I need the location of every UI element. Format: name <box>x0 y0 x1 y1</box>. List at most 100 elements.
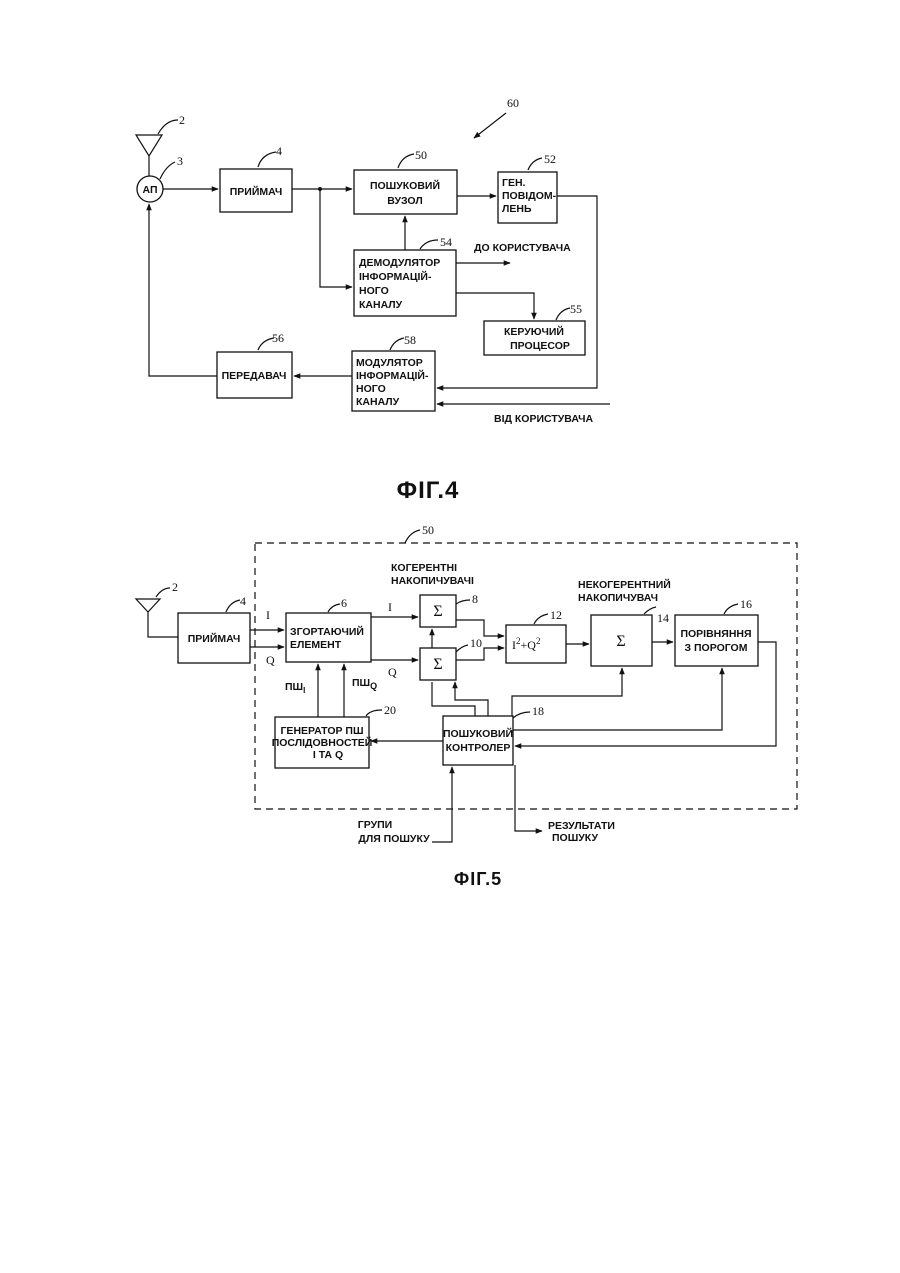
demodulator-line2: ІНФОРМАЦІЙ- <box>359 270 432 283</box>
ref-52: 52 <box>544 152 556 166</box>
coherent-accumulator-i-symbol: Σ <box>433 603 442 620</box>
ref-60: 60 <box>507 96 519 110</box>
ref-8: 8 <box>472 592 478 606</box>
receiver-label: ПРИЙМАЧ <box>230 185 283 198</box>
search-results-line2: ПОШУКУ <box>552 832 598 844</box>
squarer-exp2: 2 <box>536 636 541 646</box>
figure-5-caption: ФІГ.5 <box>454 869 502 889</box>
search-controller-line2: КОНТРОЛЕР <box>446 742 511 754</box>
ref-3-leader <box>160 162 175 179</box>
modulator-line3: НОГО <box>356 383 386 395</box>
message-generator-line1: ГЕН. <box>502 177 526 189</box>
ref-50-boundary-leader <box>405 530 420 543</box>
ref-55-leader <box>556 308 570 320</box>
ref-56: 56 <box>272 331 284 345</box>
transmitter-label: ПЕРЕДАВАЧ <box>222 370 287 382</box>
noncoherent-label-line1: НЕКОГЕРЕНТНИЙ <box>578 578 671 591</box>
ref-58: 58 <box>404 333 416 347</box>
signal-i-out: I <box>388 600 392 614</box>
ref-6: 6 <box>341 596 347 610</box>
coherent-accumulator-q-symbol: Σ <box>433 656 442 673</box>
signal-q-in: Q <box>266 653 275 667</box>
ref-4-leader-fig5 <box>226 600 240 612</box>
ref-2-fig5: 2 <box>172 580 178 594</box>
ref-55: 55 <box>570 302 582 316</box>
search-groups-line1: ГРУПИ <box>358 819 392 831</box>
ref-54: 54 <box>440 235 452 249</box>
search-results-line1: РЕЗУЛЬТАТИ <box>548 820 615 832</box>
ref-4-leader <box>258 152 276 167</box>
ref-14: 14 <box>657 611 669 625</box>
comparator-line1: ПОРІВНЯННЯ <box>680 628 751 640</box>
figure-5: 50 2 ПРИЙМАЧ 4 ЗГОРТАЮЧИЙ ЕЛЕМЕНТ 6 I Q … <box>136 523 797 889</box>
despreader-line2: ЕЛЕМЕНТ <box>290 639 342 651</box>
ref-54-leader <box>420 240 438 249</box>
search-unit-boundary <box>255 543 797 809</box>
pn-generator-line2: ПОСЛІДОВНОСТЕЙ <box>272 736 373 749</box>
ref-20-leader <box>366 710 382 716</box>
ref-12: 12 <box>550 608 562 622</box>
comparator-box <box>675 615 758 666</box>
ref-14-leader <box>644 607 656 614</box>
noncoherent-accumulator-symbol: Σ <box>616 633 625 650</box>
noncoherent-label-line2: НАКОПИЧУВАЧ <box>578 592 658 604</box>
modulator-line4: КАНАЛУ <box>356 396 400 408</box>
duplexer-label: АП <box>143 184 158 196</box>
modulator-line1: МОДУЛЯТОР <box>356 357 423 369</box>
ref-16: 16 <box>740 597 752 611</box>
message-generator-line3: ЛЕНЬ <box>502 203 532 215</box>
demodulator-line1: ДЕМОДУЛЯТОР <box>359 257 440 269</box>
ref-4-fig5: 4 <box>240 594 246 608</box>
pn-q-label: ПШQ <box>352 677 377 691</box>
ref-8-leader <box>456 600 470 604</box>
pn-generator-line3: І ТА Q <box>313 749 343 761</box>
coherent-label-line1: КОГЕРЕНТНІ <box>391 562 457 574</box>
pn-i-label: ПШI <box>285 681 305 695</box>
search-unit-line2: ВУЗОЛ <box>387 195 422 207</box>
ref-50-leader <box>398 154 414 168</box>
search-controller-box <box>443 716 513 765</box>
comparator-line2: З ПОРОГОМ <box>685 642 748 654</box>
ref-52-leader <box>528 158 542 170</box>
search-unit-box <box>354 170 457 214</box>
ref-60-pointer <box>474 113 506 138</box>
pn-i-base: ПШ <box>285 681 303 693</box>
ref-58-leader <box>390 338 404 350</box>
pn-q-sub: Q <box>370 681 377 691</box>
coherent-label-line2: НАКОПИЧУВАЧІ <box>391 575 474 587</box>
signal-q-out: Q <box>388 665 397 679</box>
search-groups-line2: ДЛЯ ПОШУКУ <box>358 833 430 845</box>
receiver-label-fig5: ПРИЙМАЧ <box>188 632 241 645</box>
ref-50-boundary: 50 <box>422 523 434 537</box>
demodulator-line4: КАНАЛУ <box>359 299 403 311</box>
pn-q-base: ПШ <box>352 677 370 689</box>
ref-20: 20 <box>384 703 396 717</box>
antenna-icon <box>136 588 178 637</box>
from-user-label: ВІД КОРИСТУВАЧА <box>494 413 594 425</box>
pn-i-sub: I <box>303 686 305 695</box>
control-processor-line1: КЕРУЮЧИЙ <box>504 325 564 338</box>
ref-12-leader <box>534 614 548 624</box>
demodulator-line3: НОГО <box>359 285 389 297</box>
ref-6-leader <box>328 604 340 612</box>
ref-50: 50 <box>415 148 427 162</box>
antenna-icon <box>136 120 178 176</box>
search-unit-line1: ПОШУКОВИЙ <box>370 179 440 192</box>
despreader-line1: ЗГОРТАЮЧИЙ <box>290 625 364 638</box>
ref-2: 2 <box>179 113 185 127</box>
squarer-plus-q: +Q <box>521 638 537 652</box>
ref-4: 4 <box>276 144 282 158</box>
ref-3: 3 <box>177 154 183 168</box>
search-controller-line1: ПОШУКОВИЙ <box>443 727 513 740</box>
ref-10: 10 <box>470 636 482 650</box>
ref-18: 18 <box>532 704 544 718</box>
modulator-line2: ІНФОРМАЦІЙ- <box>356 369 429 382</box>
message-generator-line2: ПОВІДОМ- <box>502 190 557 202</box>
ref-10-leader <box>456 645 468 652</box>
signal-i-in: I <box>266 608 270 622</box>
to-user-label: ДО КОРИСТУВАЧА <box>474 242 571 254</box>
ref-18-leader <box>513 712 530 718</box>
squarer-formula: I2+Q2 <box>512 636 540 652</box>
figure-4: 60 2 АП 3 ПРИЙМАЧ 4 ПОШУКОВИЙ ВУЗОЛ 50 Г… <box>136 96 610 504</box>
